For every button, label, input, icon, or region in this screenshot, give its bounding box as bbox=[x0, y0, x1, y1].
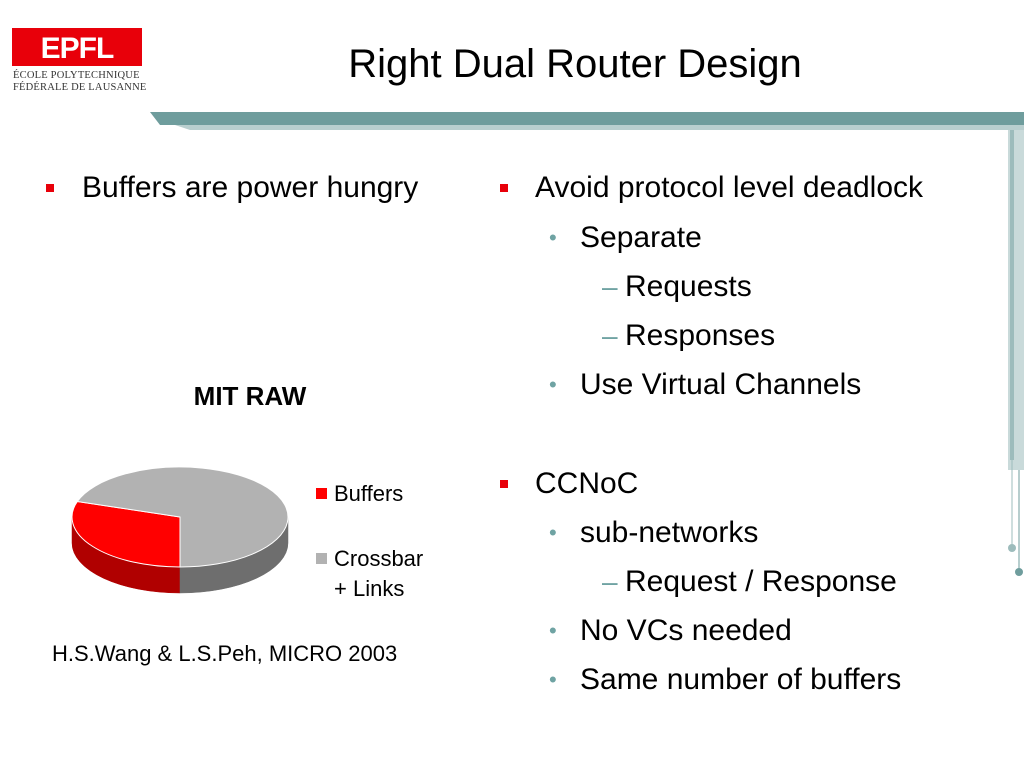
bullet-separate: Separate bbox=[580, 221, 702, 254]
subbullet-dash: – bbox=[602, 566, 618, 597]
legend-swatch-buffers bbox=[316, 488, 327, 499]
subbullet-dash: – bbox=[602, 271, 618, 302]
left-bullet-1: Buffers are power hungry bbox=[82, 171, 419, 204]
bullet-responses: Responses bbox=[625, 319, 776, 352]
epfl-logo: EPFL ÉCOLE POLYTECHNIQUE FÉDÉRALE DE LAU… bbox=[12, 28, 146, 96]
legend-swatch-crossbar bbox=[316, 553, 327, 564]
pie-chart bbox=[71, 466, 289, 594]
subbullet-dot: • bbox=[549, 667, 557, 692]
bullet-square bbox=[500, 184, 508, 192]
bullet-no-vcs: No VCs needed bbox=[580, 614, 792, 647]
bullet-sub-networks: sub-networks bbox=[580, 516, 759, 549]
bullet-same-buffers: Same number of buffers bbox=[580, 663, 902, 696]
subbullet-dot: • bbox=[549, 372, 557, 397]
subbullet-dot: • bbox=[549, 520, 557, 545]
chart-title: MIT RAW bbox=[193, 381, 307, 411]
bullet-requests: Requests bbox=[625, 270, 752, 303]
subbullet-dot: • bbox=[549, 225, 557, 250]
legend-label-buffers: Buffers bbox=[334, 481, 404, 506]
bullet-avoid-deadlock: Avoid protocol level deadlock bbox=[535, 171, 924, 204]
bullet-square bbox=[46, 184, 54, 192]
legend-label-crossbar: Crossbar bbox=[334, 546, 424, 571]
pie-slice-crossbar-links bbox=[76, 466, 289, 568]
bullet-use-virtual-channels: Use Virtual Channels bbox=[580, 368, 862, 401]
bullet-request-response: Request / Response bbox=[625, 565, 897, 598]
bullet-square bbox=[500, 480, 508, 488]
epfl-logo-mark: EPFL bbox=[12, 28, 142, 66]
subbullet-dash: – bbox=[602, 320, 618, 351]
slide-title: Right Dual Router Design bbox=[348, 42, 802, 86]
logo-text-line2: FÉDÉRALE DE LAUSANNE bbox=[13, 82, 147, 93]
bullet-ccnoc: CCNoC bbox=[535, 467, 639, 500]
subbullet-dot: • bbox=[549, 618, 557, 643]
pie-slice-buffers bbox=[71, 501, 181, 568]
citation: H.S.Wang & L.S.Peh, MICRO 2003 bbox=[52, 641, 398, 666]
svg-text:EPFL: EPFL bbox=[41, 32, 114, 65]
legend-label-links: + Links bbox=[334, 576, 405, 601]
logo-text-line1: ÉCOLE POLYTECHNIQUE bbox=[13, 70, 140, 81]
